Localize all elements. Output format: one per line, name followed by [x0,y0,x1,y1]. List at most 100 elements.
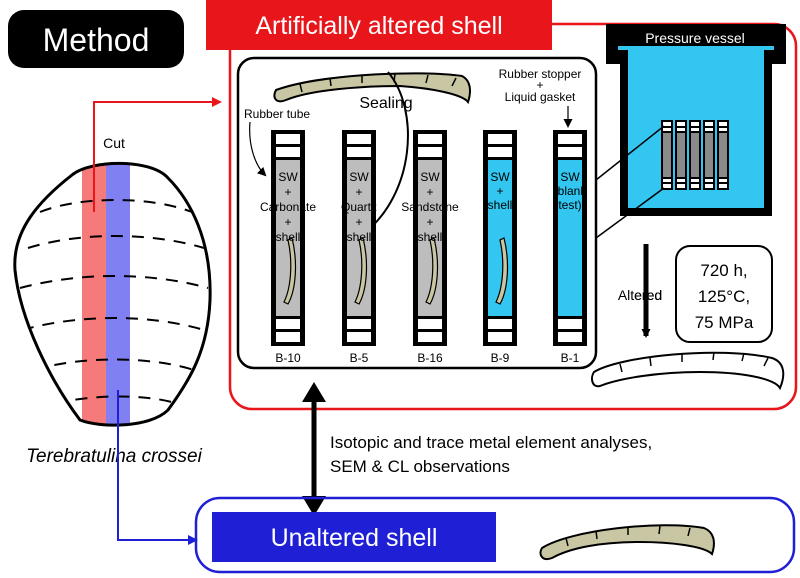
tube-label-line: SW [278,170,298,184]
mini-tube-cap-bottom-2 [663,184,671,188]
stopper-top-outer [558,134,582,144]
tube-label-line: + [355,215,362,229]
unaltered-container [194,496,796,574]
mini-tube-cap-bottom [663,179,671,182]
tube-label-line: + [426,185,433,199]
condition-pressure: 75 MPa [695,313,754,332]
stopper-top-outer [418,134,442,144]
mini-tube-cap-bottom-2 [677,184,685,188]
conditions-box: 720 h, 125°C, 75 MPa [675,245,773,343]
tube-label-line: Carbonate [260,200,316,214]
tube-label-line: test) [558,198,581,212]
tube-id-label: B-5 [350,351,369,365]
stopper-bottom-inner [276,319,300,329]
mini-tube-cap-bottom [705,179,713,182]
stopper-label-2: Liquid gasket [505,90,576,104]
mini-tube [717,120,729,190]
sealing-arrow [360,71,409,237]
tube-label-line: (blank [554,184,588,198]
altered-shell [591,351,785,391]
red-arrow [93,97,222,212]
unaltered-title: Unaltered shell [271,524,438,552]
stopper-top-inner [558,147,582,157]
tube-id-label: B-10 [275,351,301,365]
tube-label-line: shell [347,230,372,244]
stopper-bottom-inner [488,319,512,329]
tube-id-label: B-16 [417,351,443,365]
tube-label-line: + [355,185,362,199]
mini-tube-fluid [719,133,727,177]
unaltered-title-box [212,512,496,562]
tube-id-label: B-1 [561,351,580,365]
stopper-label-plus: + [536,78,543,92]
mini-tube-cap-bottom [677,179,685,182]
stopper-top-inner [347,147,371,157]
mini-tube-cap-top-2 [677,128,685,131]
analyses-line-1: Isotopic and trace metal element analyse… [330,433,652,452]
tube-fluid [558,160,582,316]
mini-tube-cap-bottom-2 [691,184,699,188]
tube-label-line: + [426,215,433,229]
artificial-title: Artificially altered shell [255,12,502,40]
tube-label-line: Quartz [341,200,377,214]
mini-tube-group [661,120,729,190]
mini-tube-cap-bottom-2 [719,184,727,188]
mini-tube [675,120,687,190]
altered-label-overlay: Altered [618,287,662,303]
condition-temperature: 125°C, [698,287,750,306]
tube-label-line: shell [418,230,443,244]
tube-label-line: SW [420,170,440,184]
mini-tube-cap-bottom [691,179,699,182]
blue-arrow [117,390,198,545]
stopper-bottom-outer [488,332,512,342]
mini-tube-cap-top-2 [705,128,713,131]
stopper-top-outer [347,134,371,144]
tube-group: SW+Carbonate+shellB-10SW+Quartz+shellB-5… [260,130,587,365]
condition-time: 720 h, [700,261,747,280]
tube-id-label: B-9 [491,351,510,365]
species-label: Terebratulina crossei [26,446,202,467]
mini-tube-cap-top-2 [719,128,727,131]
stopper-bottom-outer [276,332,300,342]
stopper-label-1: Rubber stopper [499,67,582,81]
stopper-top-inner [488,147,512,157]
mini-tube [689,120,701,190]
mini-tube-cap-top [663,122,671,126]
mini-tube-cap-top [705,122,713,126]
pressure-vessel: Pressure vessel [606,24,786,216]
stopper-top-inner [418,147,442,157]
brachiopod-shell: Cut [13,135,212,427]
stopper-bottom-inner [418,319,442,329]
tube-shell-fragment [354,237,368,305]
tube-shell-fragment [283,237,297,305]
stopper-bottom-outer [347,332,371,342]
tube-label-line: Sandstone [401,200,459,214]
tube-label-line: + [496,184,503,198]
stopper-bottom-outer [418,332,442,342]
pressure-vessel-label: Pressure vessel [645,30,745,46]
mini-tube-cap-bottom [719,179,727,182]
mini-tube-cap-top-2 [663,128,671,131]
callout-line-bottom [595,187,665,239]
tube-shell-fragment [425,237,439,305]
tube-label-line: shell [276,230,301,244]
artificial-title-box [206,0,552,50]
callout-line-top [595,125,665,181]
tube-label-line: shell [488,198,513,212]
mini-tube-fluid [663,133,671,177]
rubber-tube-pointer [249,121,267,177]
stopper-bottom-inner [347,319,371,329]
tube-label-line: + [284,215,291,229]
stopper-top-outer [488,134,512,144]
method-badge: Method [8,10,184,68]
mini-tube [661,120,673,190]
tube-label-line: SW [349,170,369,184]
unaltered-shell [539,524,715,560]
stopper-top-inner [276,147,300,157]
